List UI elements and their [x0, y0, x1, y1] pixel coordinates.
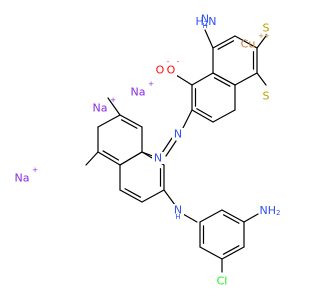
amine-top-n: N — [201, 13, 209, 26]
ring-upper-right-bond — [234, 35, 258, 49]
nh2-right-bond — [243, 213, 259, 223]
azo-upper-bond — [181, 109, 193, 131]
sulfonate-top-s-bg — [260, 22, 272, 34]
nh2-top-bond — [204, 29, 214, 49]
oxide-upper-minus2: - — [167, 58, 170, 66]
ring-lower-right-bond — [119, 151, 143, 166]
ring-lower-left-bond — [97, 151, 121, 166]
triazine-inner — [222, 214, 240, 224]
nh-bond — [163, 189, 176, 206]
chlorine: Cl — [217, 275, 228, 288]
sulfonate-right-s: S — [263, 90, 270, 103]
ring-lower-left-bond — [97, 114, 121, 128]
azo-double-a — [161, 137, 173, 154]
ring-upper-left-inner — [213, 77, 231, 87]
ring-lower-left-bond — [119, 114, 143, 128]
ring-upper-left-bond — [212, 109, 236, 123]
sulfonate-right-s-bg — [260, 90, 272, 102]
nh2-right-n: NH2 — [260, 204, 281, 218]
ring-lower-left-inner — [102, 150, 120, 161]
sodium-1: Na — [131, 86, 146, 99]
amine-top-h: H — [202, 22, 207, 30]
ring-lower-right-bond — [119, 189, 143, 203]
ring-upper-left-bond — [191, 109, 214, 123]
triazine-bond — [199, 246, 223, 260]
copper-charge: ++ — [258, 32, 270, 40]
amine-link-n: N — [174, 204, 182, 217]
azo-n2: N — [154, 152, 162, 165]
sodium-3: Na — [15, 172, 30, 185]
azo-n1: N — [174, 128, 182, 141]
so3-top-bond — [256, 35, 267, 49]
oxide-upper-o: O — [167, 64, 176, 77]
sodium-1-charge: + — [148, 80, 154, 88]
oxide-upper-o2: O — [156, 64, 165, 77]
so3-right-bond — [256, 72, 267, 86]
ring-upper-right-inner — [217, 40, 235, 50]
copper-ion: Cu — [241, 38, 256, 51]
oxide-lower-bond — [107, 97, 121, 116]
oxide-upper-minus: - — [177, 58, 180, 66]
azo-double-b — [165, 140, 177, 157]
ring-lower-right-bond — [141, 189, 165, 203]
sodium-3-charge: + — [32, 166, 38, 174]
bond-lines — [85, 29, 267, 273]
oxide-upper-o-bg — [165, 64, 177, 76]
ring-upper-right-bond — [234, 72, 258, 86]
oxide-upper-bond — [175, 74, 193, 86]
ring-upper-left-bond — [191, 72, 214, 86]
azo-n1-bg — [172, 128, 184, 140]
nh2-top-h2-label: H2N — [196, 15, 217, 29]
triazine-inner — [222, 245, 240, 255]
sulfonate-top-s: S — [263, 22, 270, 35]
labels-layer: H2N O - Na + Na + Na + Cu ++ Cl NH2 — [15, 15, 281, 288]
ring-upper-right-bond — [212, 72, 236, 86]
sodium-2: Na — [93, 102, 108, 115]
ring-upper-right-bond — [212, 35, 236, 49]
amine-link-n-bg — [172, 204, 184, 216]
amine-top-n-bg — [199, 13, 211, 25]
triazine-bond — [221, 209, 245, 223]
amine-link-h: H — [175, 213, 180, 221]
ring-upper-left-inner — [196, 108, 213, 118]
triazine-bond — [199, 209, 223, 223]
sodium-2-charge: + — [110, 96, 116, 104]
azo-n2-bg — [152, 152, 164, 164]
triazine-bond — [221, 246, 245, 260]
nh-triazine-bond — [182, 213, 198, 223]
ring-lower-left-inner — [120, 119, 138, 129]
ring-lower-right-inner — [124, 188, 142, 198]
so3-lower-bond — [85, 151, 99, 166]
